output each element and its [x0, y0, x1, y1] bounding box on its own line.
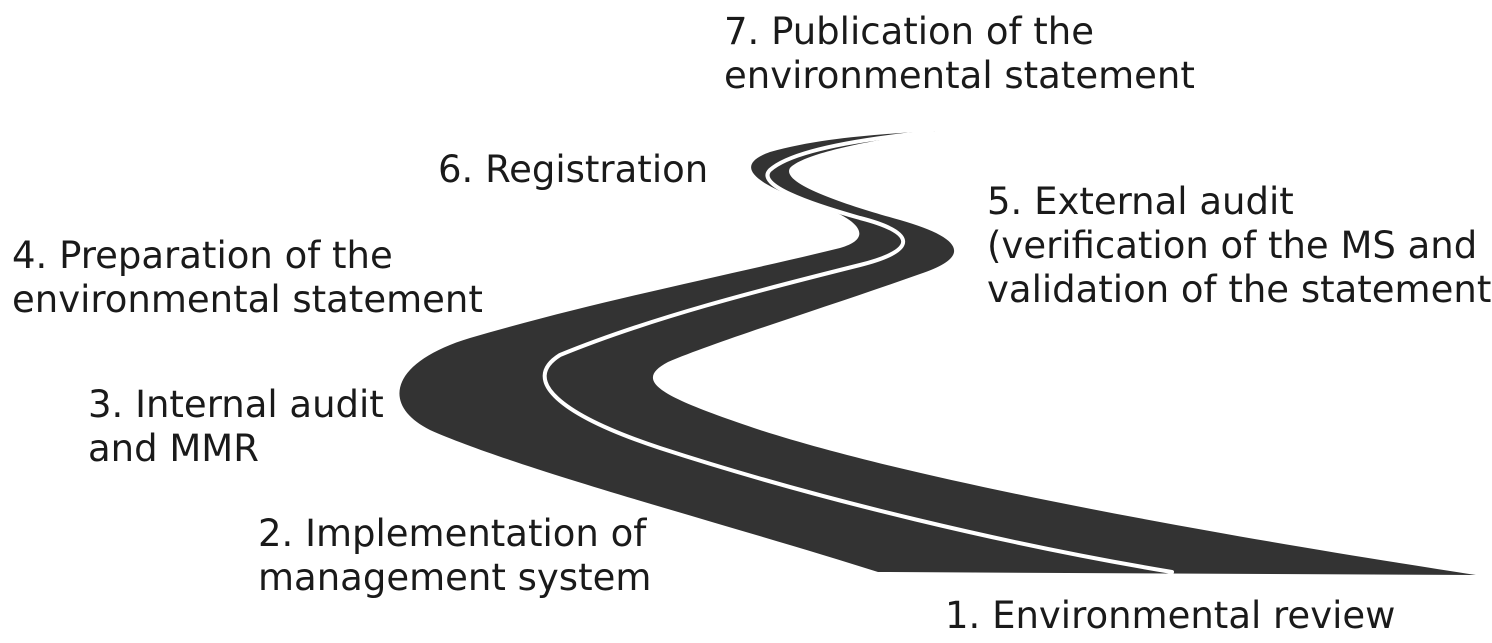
step-4-line-1: 4. Preparation of the [12, 234, 393, 277]
step-5-external-audit: 5. External audit (verification of the M… [987, 180, 1492, 312]
step-5-line-1: 5. External audit [987, 180, 1294, 223]
step-7-publication: 7. Publication of the environmental stat… [724, 10, 1195, 98]
road-surface [399, 131, 1477, 575]
step-7-line-1: 7. Publication of the [724, 10, 1095, 53]
step-5-line-3: validation of the statement) [987, 268, 1492, 311]
step-6-registration: 6. Registration [438, 148, 708, 192]
step-7-line-2: environmental statement [724, 54, 1195, 97]
step-2-implementation: 2. Implementation of management system [258, 512, 651, 600]
step-3-line-2: and MMR [88, 427, 259, 470]
step-2-line-1: 2. Implementation of [258, 512, 647, 555]
step-5-line-2: (verification of the MS and [987, 224, 1478, 267]
step-4-preparation-statement: 4. Preparation of the environmental stat… [12, 234, 483, 322]
step-6-line-1: 6. Registration [438, 148, 709, 191]
step-1-environmental-review: 1. Environmental review [945, 594, 1395, 638]
step-1-line-1: 1. Environmental review [945, 594, 1396, 637]
road-centerline [542, 130, 1174, 574]
step-3-line-1: 3. Internal audit [88, 383, 384, 426]
step-3-internal-audit: 3. Internal audit and MMR [88, 383, 384, 471]
step-4-line-2: environmental statement [12, 278, 483, 321]
step-2-line-2: management system [258, 556, 652, 599]
